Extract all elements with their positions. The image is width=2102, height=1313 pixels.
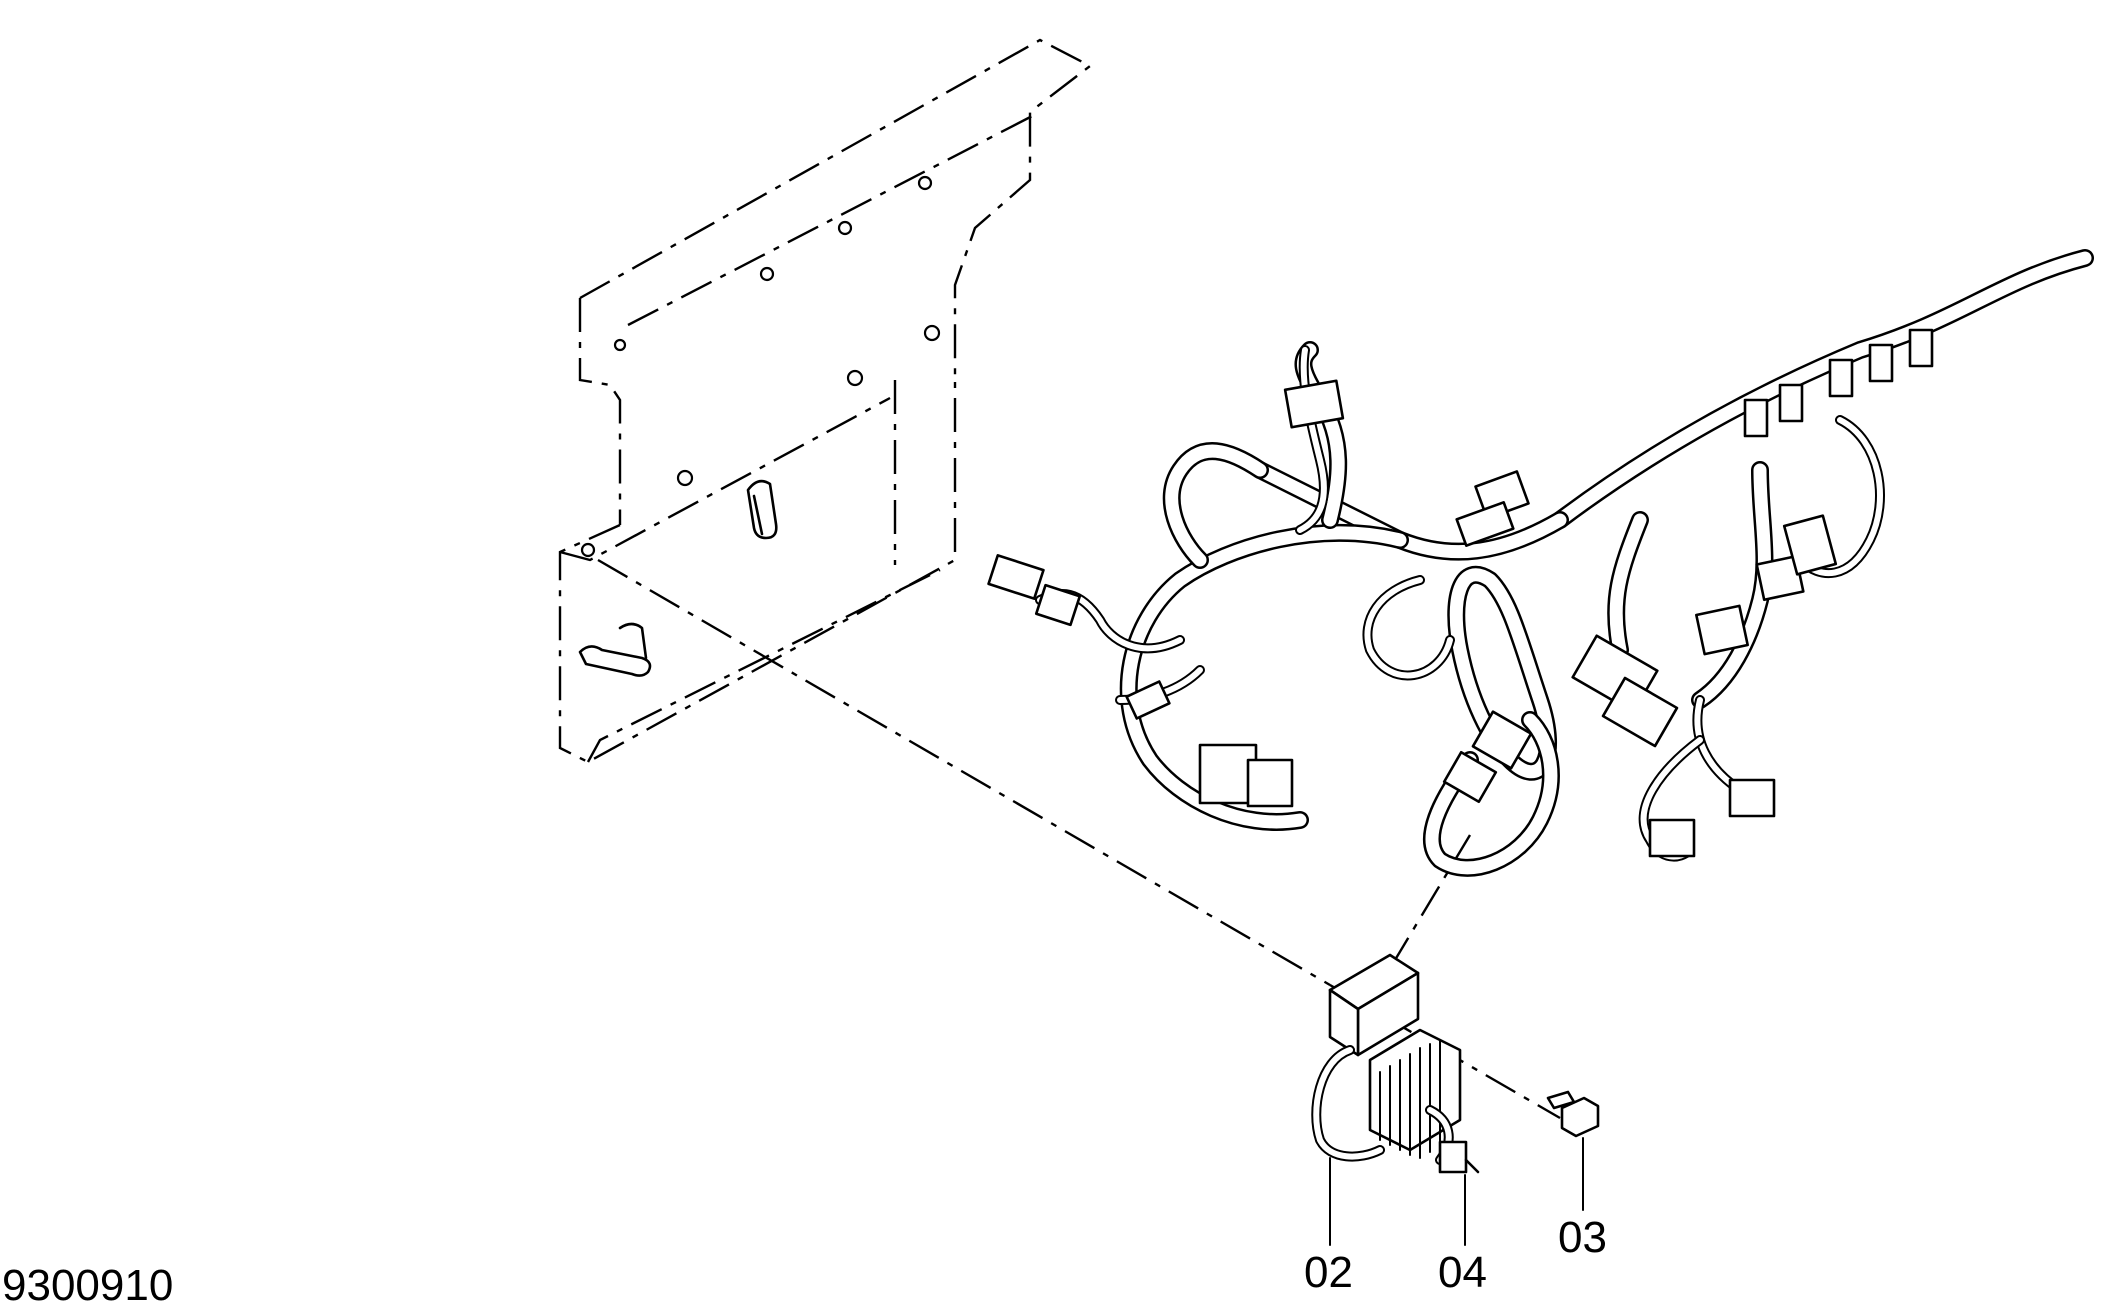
drawing-number: 9300910 (2, 1261, 173, 1310)
module-fins (1379, 1039, 1441, 1159)
part-03-bolt (1546, 1090, 1600, 1138)
part-02-module (1311, 953, 1462, 1162)
part-04-connector (1425, 1105, 1480, 1174)
harness-connectors (987, 328, 1934, 858)
mounting-bracket (558, 38, 1093, 764)
callout-04: 04 (1438, 1248, 1487, 1297)
harness-clips (1743, 328, 1934, 438)
callout-03: 03 (1558, 1213, 1607, 1262)
callout-leaders (1329, 1137, 1584, 1246)
callout-02: 02 (1304, 1248, 1353, 1297)
wiring-harness (1035, 249, 2094, 877)
